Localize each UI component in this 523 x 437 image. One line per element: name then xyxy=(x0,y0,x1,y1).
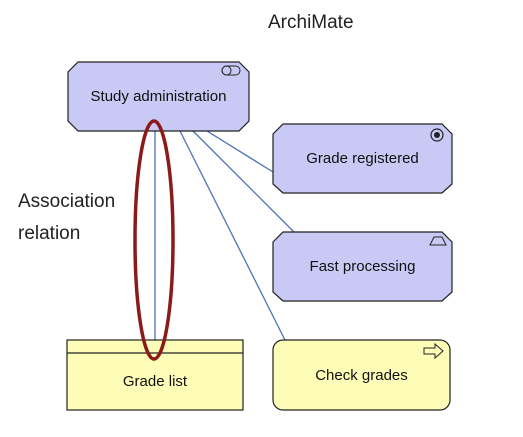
annotation-line-1: Association xyxy=(18,191,116,212)
association-highlight-ellipse xyxy=(133,119,175,361)
diagram-title: ArchiMate xyxy=(268,12,354,33)
node-grade-registered[interactable] xyxy=(272,123,453,194)
node-grade-list[interactable] xyxy=(66,339,244,411)
node-study-administration[interactable] xyxy=(67,61,250,132)
node-fast-processing[interactable] xyxy=(272,231,453,302)
event-icon xyxy=(430,128,444,142)
node-check-grades[interactable] xyxy=(272,339,451,411)
connector-to-fast-processing[interactable] xyxy=(192,130,295,233)
connector-to-check-grades[interactable] xyxy=(179,130,286,341)
application-component-icon xyxy=(221,65,241,76)
process-arrow-icon xyxy=(423,342,444,360)
connectors xyxy=(154,130,295,341)
association-annotation: Association relation xyxy=(18,186,115,250)
service-icon xyxy=(429,236,447,246)
connector-to-grade-registered[interactable] xyxy=(206,130,274,173)
annotation-line-2: relation xyxy=(18,223,81,244)
